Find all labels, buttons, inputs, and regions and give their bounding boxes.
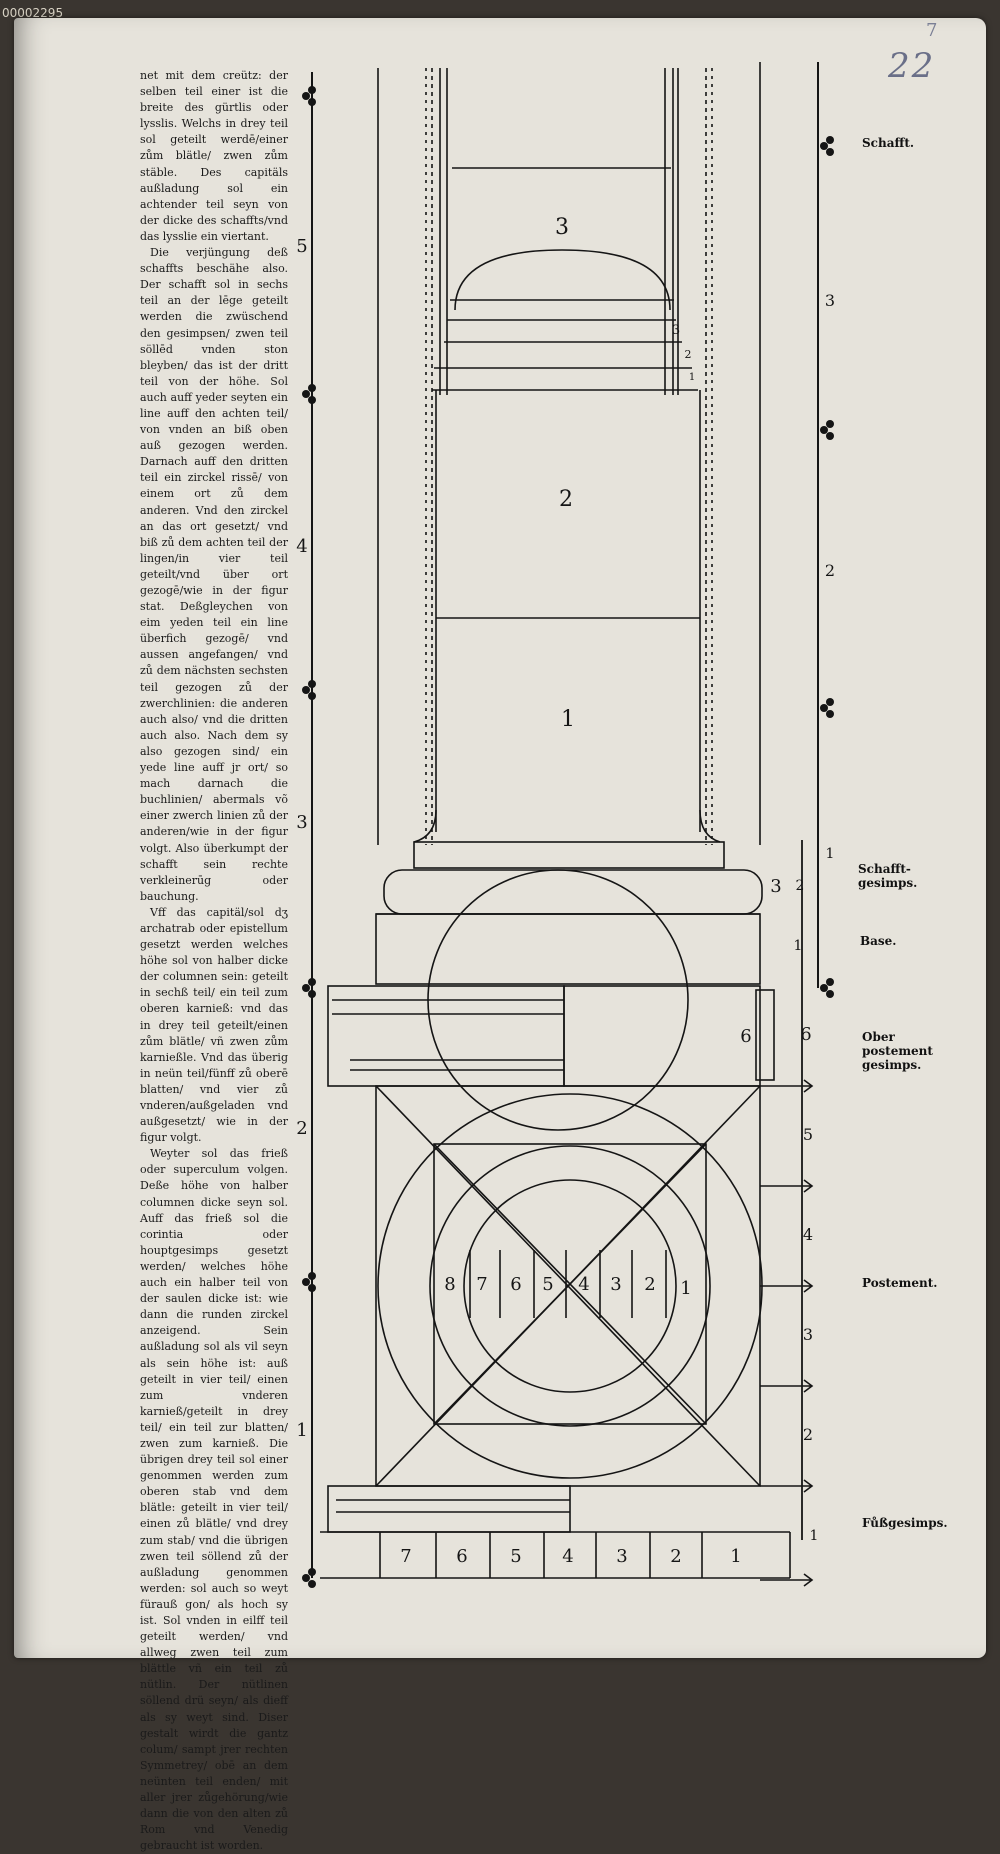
circle-number: 8	[444, 1274, 455, 1295]
text-paragraph: Die verjüngung deß schaffts beschähe als…	[140, 246, 288, 903]
book-page	[14, 18, 986, 1658]
right-scale-number: 1	[794, 938, 803, 954]
label-schafft: Schafft.	[862, 136, 915, 150]
shaft-section-number: 3	[555, 215, 569, 240]
circle-number: 7	[476, 1274, 487, 1295]
bottom-scale-number: 7	[400, 1546, 411, 1567]
right-scale-number: 4	[803, 1225, 813, 1244]
label-ober-postement: Ober postement gesimps.	[862, 1030, 933, 1072]
left-scale-number: 1	[296, 1420, 307, 1441]
capital-small-number: 2	[685, 348, 692, 361]
right-scale-number: 3	[825, 291, 835, 310]
circle-number: 3	[610, 1274, 621, 1295]
left-scale-number: 5	[296, 236, 307, 257]
bottom-scale-number: 5	[510, 1546, 521, 1567]
circle-number: 1	[680, 1278, 691, 1299]
label-postement: Postement.	[862, 1276, 938, 1290]
text-paragraph: net mit dem creütz: der selben teil eine…	[140, 69, 288, 243]
right-scale-number: 1	[810, 1528, 819, 1544]
pencil-folio-number: 7	[926, 20, 938, 41]
circle-number: 4	[578, 1274, 589, 1295]
label-fuss-gesimps: Fůßgesimps.	[862, 1516, 948, 1530]
circle-number: 6	[510, 1274, 521, 1295]
text-paragraph: Vff das capitäl/sol dʒ archatrab oder ep…	[140, 905, 288, 1145]
bottom-scale-number: 2	[670, 1546, 681, 1567]
shaft-section-number: 1	[561, 707, 575, 732]
bottom-scale-number: 6	[456, 1546, 467, 1567]
circle-number: 2	[644, 1274, 655, 1295]
right-scale-number: 2	[803, 1425, 813, 1444]
left-scale-number: 4	[296, 536, 307, 557]
right-scale-number: 2	[796, 878, 805, 894]
shaft-section-number: 2	[559, 487, 573, 512]
folio-number: 22	[888, 46, 936, 86]
right-scale-number: 2	[825, 561, 835, 580]
right-scale-number: 5	[803, 1125, 813, 1144]
scan-id: 00002295	[2, 6, 64, 20]
left-scale-number: 3	[296, 812, 307, 833]
right-scale-number: 3	[803, 1325, 813, 1344]
bottom-scale-number: 3	[616, 1546, 627, 1567]
right-scale-number: 1	[826, 846, 835, 862]
label-base: Base.	[860, 934, 897, 948]
capital-small-number: 3	[672, 323, 680, 338]
bottom-scale-number: 4	[562, 1546, 573, 1567]
right-scale-number: 3	[770, 876, 781, 897]
column-drawing: 5 4 3 2 1 3 2 1 2 3 1 6 5 4 3 2 1 3 2 1 …	[296, 62, 835, 1588]
left-scale-number: 2	[296, 1118, 307, 1139]
label-schafft-gesimps: Schafft-gesimps.	[858, 862, 918, 890]
circle-number: 5	[542, 1274, 553, 1295]
cornice-number: 6	[740, 1026, 751, 1047]
bottom-scale-number: 1	[730, 1546, 741, 1567]
capital-small-number: 1	[689, 372, 695, 383]
right-scale-number: 6	[800, 1024, 811, 1045]
